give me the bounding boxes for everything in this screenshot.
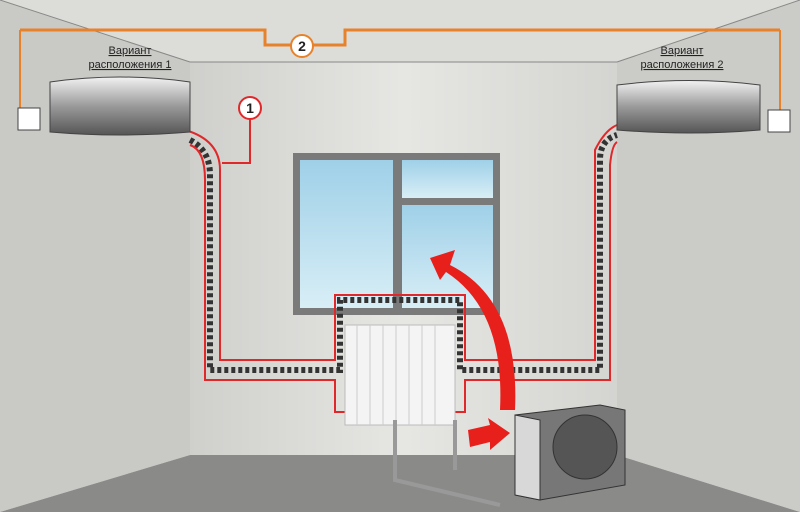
right-wall [617,0,800,512]
outdoor-unit [514,404,626,501]
marker-1-label: 1 [246,100,254,116]
left-wall [0,0,190,512]
direction-arrow-icon [468,418,510,450]
pipe-route [188,132,619,373]
indoor-unit-left [17,76,191,136]
variant-2-label-line1: Вариант [661,45,704,57]
variant-1-label-line1: Вариант [109,45,152,57]
marker-2: 2 [290,34,314,58]
variant-2-label-line2: расположения 2 [641,59,724,71]
marker-2-label: 2 [298,38,306,54]
variant-1-label-line2: расположения 1 [89,59,172,71]
marker-1: 1 [238,96,262,120]
wall-bracket [393,420,501,507]
indoor-unit-right [616,80,791,134]
airflow-arrow-icon [430,250,516,410]
window [293,153,500,315]
radiator [344,324,456,426]
